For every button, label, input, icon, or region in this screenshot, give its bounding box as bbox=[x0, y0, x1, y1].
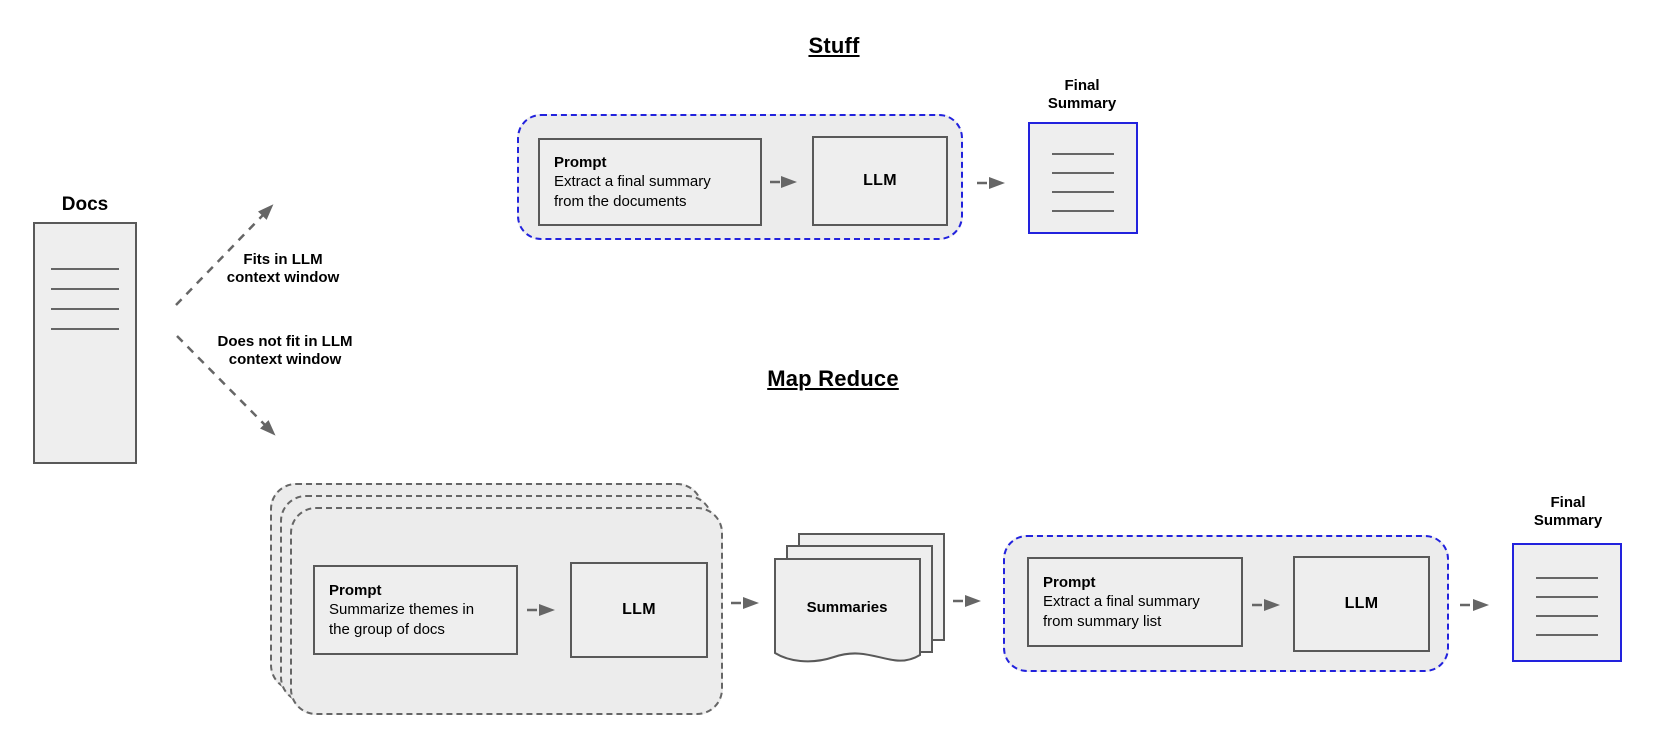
stuff-llm-box: LLM bbox=[812, 136, 948, 226]
doc-text-line bbox=[51, 328, 119, 330]
doc-text-line bbox=[51, 268, 119, 270]
map-llm-box: LLM bbox=[570, 562, 708, 658]
prompt-title: Prompt bbox=[554, 153, 607, 171]
reduce-final-label: Final Summary bbox=[1533, 494, 1603, 529]
docs-document bbox=[33, 222, 137, 464]
summaries-doc-stack bbox=[774, 533, 945, 663]
reduce-llm-box: LLM bbox=[1293, 556, 1430, 652]
map-reduce-title: Map Reduce bbox=[767, 366, 899, 391]
doc-text-line bbox=[51, 288, 119, 290]
stuff-prompt-box: Prompt Extract a final summary from the … bbox=[538, 138, 762, 226]
doc-text-line bbox=[1536, 615, 1598, 617]
stuff-final-summary-doc bbox=[1028, 122, 1138, 234]
docs-label: Docs bbox=[61, 194, 109, 215]
prompt-title: Prompt bbox=[1043, 573, 1096, 591]
branch-label-not-fit: Does not fit in LLM context window bbox=[217, 333, 353, 368]
doc-text-line bbox=[51, 308, 119, 310]
doc-text-line bbox=[1052, 210, 1114, 212]
stuff-title: Stuff bbox=[808, 33, 860, 58]
reduce-final-summary-doc bbox=[1512, 543, 1622, 662]
doc-text-line bbox=[1536, 577, 1598, 579]
stuff-final-label: Final Summary bbox=[1047, 77, 1117, 112]
doc-text-line bbox=[1536, 634, 1598, 636]
summaries-label: Summaries bbox=[806, 599, 888, 616]
doc-text-line bbox=[1052, 172, 1114, 174]
doc-text-line bbox=[1052, 153, 1114, 155]
doc-text-line bbox=[1052, 191, 1114, 193]
branch-label-fits: Fits in LLM context window bbox=[226, 251, 340, 286]
reduce-prompt-box: Prompt Extract a final summary from summ… bbox=[1027, 557, 1243, 647]
prompt-title: Prompt bbox=[329, 581, 382, 599]
doc-text-line bbox=[1536, 596, 1598, 598]
map-prompt-box: Prompt Summarize themes in the group of … bbox=[313, 565, 518, 655]
